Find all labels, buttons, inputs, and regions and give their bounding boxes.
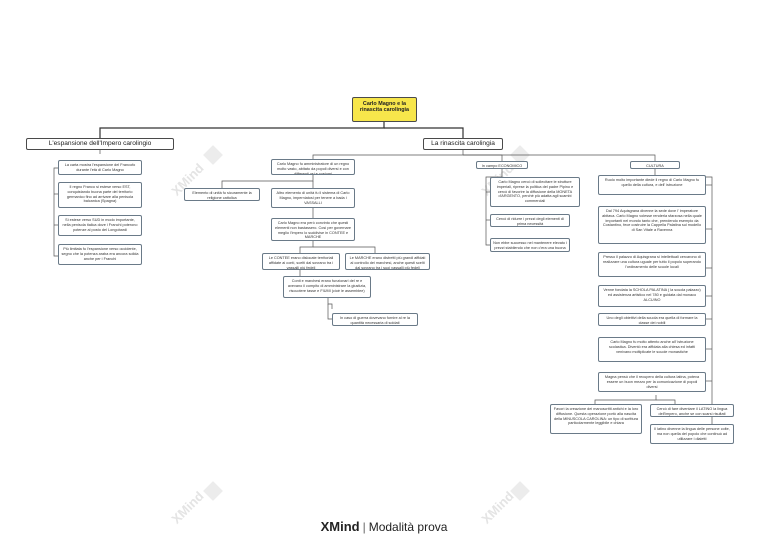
left-item-1[interactable]: La carta mostra l'espansione del Francof… xyxy=(58,160,142,175)
econ-topic[interactable]: In campo ECONOMICO xyxy=(476,161,528,169)
admin-guerra[interactable]: In caso di guerra dovevano fornire al re… xyxy=(332,313,418,326)
xmind-brand: XMind xyxy=(320,519,360,534)
econ-item-3[interactable]: Non ebbe successo nel mantenere elevato … xyxy=(490,238,570,252)
admin-contee-marche[interactable]: Carlo Magno era però convinto che questi… xyxy=(271,218,355,241)
trial-footer: XMind|Modalità prova xyxy=(0,519,768,534)
admin-marche[interactable]: Le MARCHE erano distretti più grandi aff… xyxy=(345,253,430,270)
admin-vassals[interactable]: Altro elemento di unità fu il sistema di… xyxy=(271,188,355,208)
main-topic-espansione[interactable]: L'espansione dell'Impero carolingio xyxy=(26,138,174,150)
admin-unity-religion[interactable]: Elemento di unità fu sicuramente la reli… xyxy=(184,188,260,201)
main-topic-rinascita[interactable]: La rinascita carolingia xyxy=(423,138,503,150)
left-item-4[interactable]: Più limitata fu l'espansione verso occid… xyxy=(58,244,142,265)
root-topic[interactable]: Carlo Magno e la rinascita carolingia xyxy=(352,97,417,122)
culture-topic[interactable]: CULTURA xyxy=(630,161,680,169)
culture-item-7[interactable]: Magna pensò che il recupero della cultur… xyxy=(598,372,706,392)
culture-item-6[interactable]: Carlo Magno fu molto attento anche all' … xyxy=(598,337,706,362)
trial-mode-label: Modalità prova xyxy=(368,520,448,534)
culture-item-8[interactable]: Favorì la creazione dei manoscritti anti… xyxy=(550,404,642,434)
admin-topic[interactable]: Carlo Magno fu amministratore di un regn… xyxy=(271,159,355,175)
admin-contee[interactable]: Le CONTEE erano dislocate territoriali a… xyxy=(262,253,340,270)
left-item-3[interactable]: Si estese verso SUD in modo importante, … xyxy=(58,215,142,236)
culture-item-10[interactable]: Il latino divenne la lingua delle person… xyxy=(650,424,734,444)
econ-item-2[interactable]: Cercò di ridurre i prezzi degli elementi… xyxy=(490,214,570,227)
left-item-2[interactable]: Il regno Franco si estese verso EST, con… xyxy=(58,182,142,208)
admin-conti-marchesi[interactable]: Conti e marchesi erano funzionari del re… xyxy=(283,276,371,298)
footer-separator: | xyxy=(362,520,366,534)
culture-item-4[interactable]: Venne fondata la SCHOLA PALATINA ( la sc… xyxy=(598,285,706,307)
culture-item-5[interactable]: Uno degli obiettivi della scuola era que… xyxy=(598,313,706,326)
econ-item-1[interactable]: Carlo Magno cercò di sollecitare le stru… xyxy=(490,177,580,207)
culture-item-3[interactable]: Presso il palazzo di Aquisgrana si intel… xyxy=(598,252,706,277)
culture-item-2[interactable]: Dal 794 Aquisgrana divenne la sede dove … xyxy=(598,206,706,244)
culture-item-9[interactable]: Cercò di fare diventare il LATINO la lin… xyxy=(650,404,734,417)
culture-item-1[interactable]: Ruolo molto importante diede il regno di… xyxy=(598,175,706,195)
